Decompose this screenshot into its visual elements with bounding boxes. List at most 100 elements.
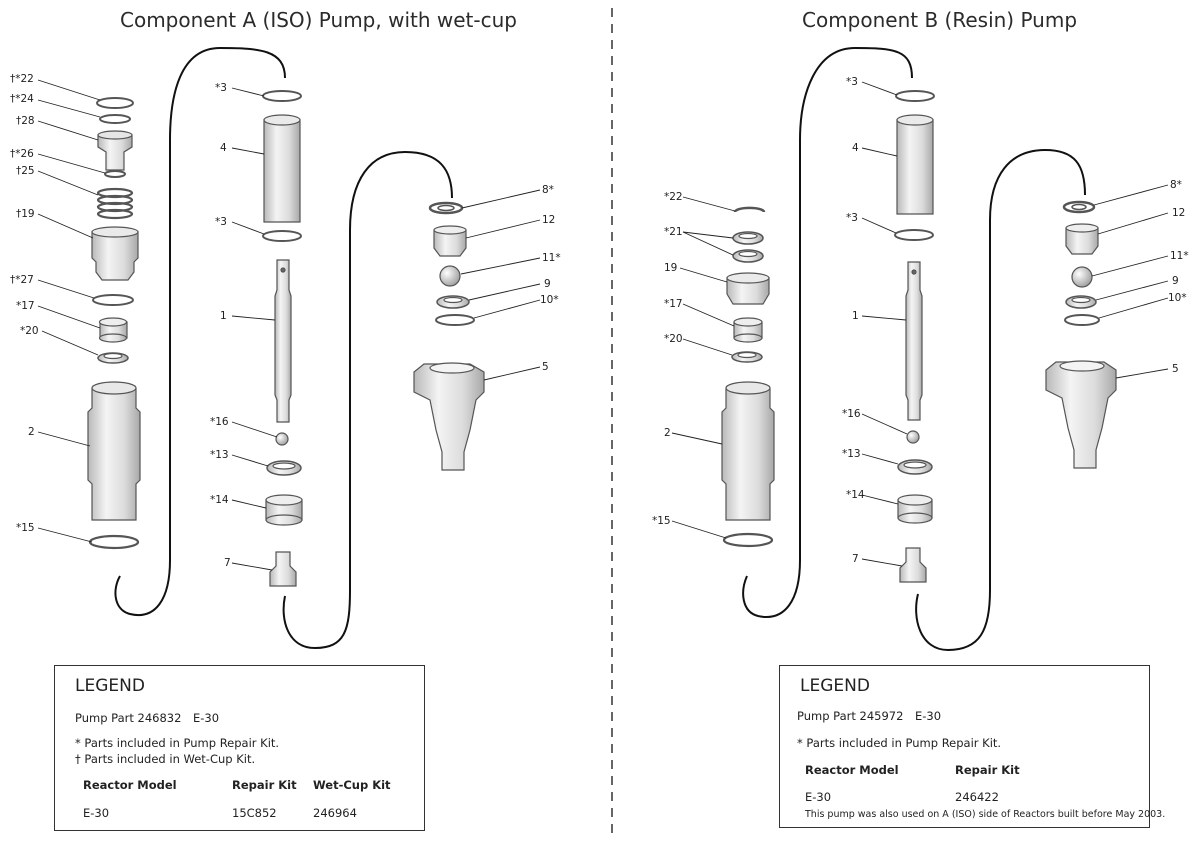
part-b-10	[1064, 314, 1100, 326]
component-a-parts	[87, 90, 485, 587]
part-a-24	[99, 114, 131, 124]
callout-a: *13	[210, 449, 229, 461]
callout-a: *16	[210, 416, 229, 428]
callout-b: 11*	[1170, 250, 1189, 262]
callout-b: 10*	[1168, 292, 1187, 304]
pump-model: E-30	[193, 711, 220, 725]
part-a-11	[439, 265, 461, 287]
part-a-27	[92, 294, 134, 306]
callout-a: †19	[16, 208, 35, 220]
header-wet-cup-kit: Wet-Cup Kit	[313, 778, 391, 792]
callout-b: 4	[852, 142, 859, 154]
component-b-title: Component B (Resin) Pump	[802, 8, 1078, 32]
legend-component-b: LEGEND Pump Part 245972 E-30 * Parts inc…	[779, 665, 1165, 828]
repair-kit-note: * Parts included in Pump Repair Kit.	[797, 736, 1002, 750]
callout-a: †28	[16, 115, 35, 127]
legend-footnote: This pump was also used on A (ISO) side …	[805, 809, 1166, 820]
legend-title: LEGEND	[800, 676, 870, 696]
callouts-b: *3 4 *3 *22 *21 19 *17 *20 2 *15 1 *16 *…	[652, 76, 1189, 565]
part-b-1	[905, 261, 923, 421]
component-a-title: Component A (ISO) Pump, with wet-cup	[120, 8, 517, 32]
part-a-25-spring	[96, 187, 134, 220]
callout-b: *22	[664, 191, 683, 203]
callout-a: *14	[210, 494, 229, 506]
callout-a: 5	[542, 361, 549, 373]
callout-b: 1	[852, 310, 859, 322]
leader-lines	[37, 79, 1169, 571]
part-a-15	[88, 534, 140, 550]
callout-a: 2	[28, 426, 35, 438]
header-repair-kit: Repair Kit	[232, 778, 297, 792]
callout-b: *13	[842, 448, 861, 460]
callout-b: 5	[1172, 363, 1179, 375]
cell-repair-kit: 15C852	[232, 806, 277, 820]
callout-b: 12	[1172, 207, 1185, 219]
part-a-16	[275, 432, 289, 446]
callout-b: 7	[852, 553, 859, 565]
callout-a: *17	[16, 300, 35, 312]
callout-b: 2	[664, 427, 671, 439]
part-b-2	[721, 387, 775, 521]
part-a-3-bottom	[262, 230, 302, 242]
callout-a: †*22	[10, 73, 34, 85]
repair-kit-note: * Parts included in Pump Repair Kit.	[75, 736, 280, 750]
callout-a: *20	[20, 325, 39, 337]
part-b-3-top	[895, 90, 935, 102]
part-b-7	[899, 547, 927, 583]
callout-a: 4	[220, 142, 227, 154]
callout-a: †*27	[10, 274, 34, 286]
callout-b: *17	[664, 298, 683, 310]
pump-part-number: Pump Part 246832	[75, 711, 182, 725]
callout-b: *3	[846, 212, 858, 224]
part-b-5	[1045, 361, 1117, 469]
assembly-paths	[114, 46, 1086, 652]
callout-a: 9	[544, 278, 551, 290]
part-a-28	[97, 134, 133, 171]
part-a-2	[87, 387, 141, 521]
callout-a: 7	[224, 557, 231, 569]
callout-b: *3	[846, 76, 858, 88]
part-b-3-bottom	[894, 229, 934, 241]
part-b-16	[906, 430, 920, 444]
header-repair-kit: Repair Kit	[955, 763, 1020, 777]
part-a-8	[428, 201, 464, 215]
callout-b: *15	[652, 515, 671, 527]
callouts-a: †*22 †*24 †28 †*26 †25 †19 †*27 *17 *20 …	[10, 73, 561, 569]
callout-a: 8*	[542, 184, 554, 196]
part-a-3-top	[262, 90, 302, 102]
pump-model: E-30	[915, 709, 942, 723]
part-a-4	[263, 119, 301, 223]
cell-repair-kit: 246422	[955, 790, 999, 804]
part-b-8	[1062, 200, 1096, 214]
part-b-15	[722, 532, 774, 548]
callout-a: *3	[215, 216, 227, 228]
callout-b: 8*	[1170, 179, 1182, 191]
callout-a: *3	[215, 82, 227, 94]
callout-a: 1	[220, 310, 227, 322]
callout-b: *16	[842, 408, 861, 420]
callout-b: 19	[664, 262, 677, 274]
callout-b: *21	[664, 226, 683, 238]
callout-a: †*24	[10, 93, 34, 105]
cell-reactor-model: E-30	[83, 806, 110, 820]
callout-a: 11*	[542, 252, 561, 264]
callout-a: †25	[16, 165, 35, 177]
component-b-parts	[721, 90, 1117, 583]
cell-reactor-model: E-30	[805, 790, 832, 804]
callout-a: 12	[542, 214, 555, 226]
callout-a: *15	[16, 522, 35, 534]
pump-part-number: Pump Part 245972	[797, 709, 904, 723]
part-a-22	[96, 97, 134, 109]
part-b-4	[896, 119, 934, 215]
part-a-26	[104, 170, 126, 178]
callout-b: *20	[664, 333, 683, 345]
cell-wet-cup-kit: 246964	[313, 806, 357, 820]
part-b-11	[1071, 266, 1093, 288]
part-a-1	[274, 259, 292, 423]
legend-title: LEGEND	[75, 676, 145, 696]
callout-b: *14	[846, 489, 865, 501]
callout-a: 10*	[540, 294, 559, 306]
callout-a: †*26	[10, 148, 34, 160]
callout-b: 9	[1172, 275, 1179, 287]
